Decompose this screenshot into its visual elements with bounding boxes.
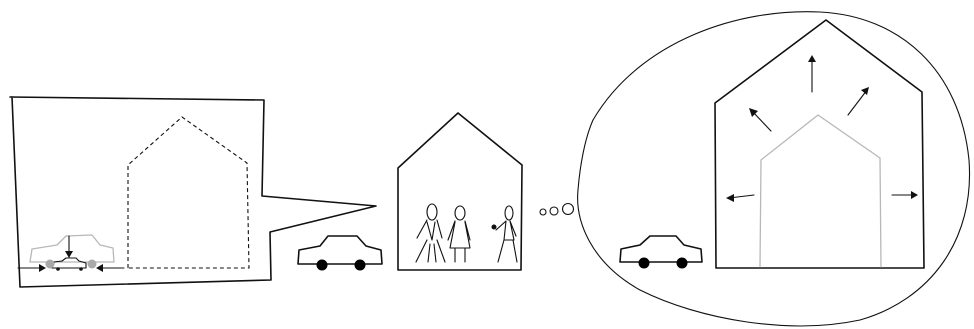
person-icon: [416, 204, 445, 262]
wheel-icon: [677, 258, 688, 269]
house-icon: [398, 113, 522, 270]
grey-wheel-icon: [46, 260, 55, 269]
wheel-icon: [355, 260, 366, 271]
ball-icon: [492, 225, 497, 230]
person-icon: [492, 206, 518, 262]
arrow-icon: [848, 87, 869, 115]
house-icon: [715, 20, 924, 268]
arrow-icon: [749, 108, 771, 131]
wheel-icon: [639, 258, 650, 269]
arrow-icon: [726, 194, 754, 202]
grey-wheel-icon: [88, 260, 97, 269]
arrow-icon: [892, 191, 918, 199]
arrow-icon: [18, 236, 124, 272]
dashed-house-icon: [128, 117, 249, 268]
thought-bubble-icon: [540, 204, 574, 216]
arrow-icon: [808, 55, 816, 92]
faded-house-icon: [760, 115, 881, 267]
small-car-icon: [46, 258, 97, 271]
wheel-icon: [317, 260, 328, 271]
car-icon: [620, 236, 702, 269]
car-icon: [298, 236, 382, 271]
person-icon: [448, 206, 470, 262]
